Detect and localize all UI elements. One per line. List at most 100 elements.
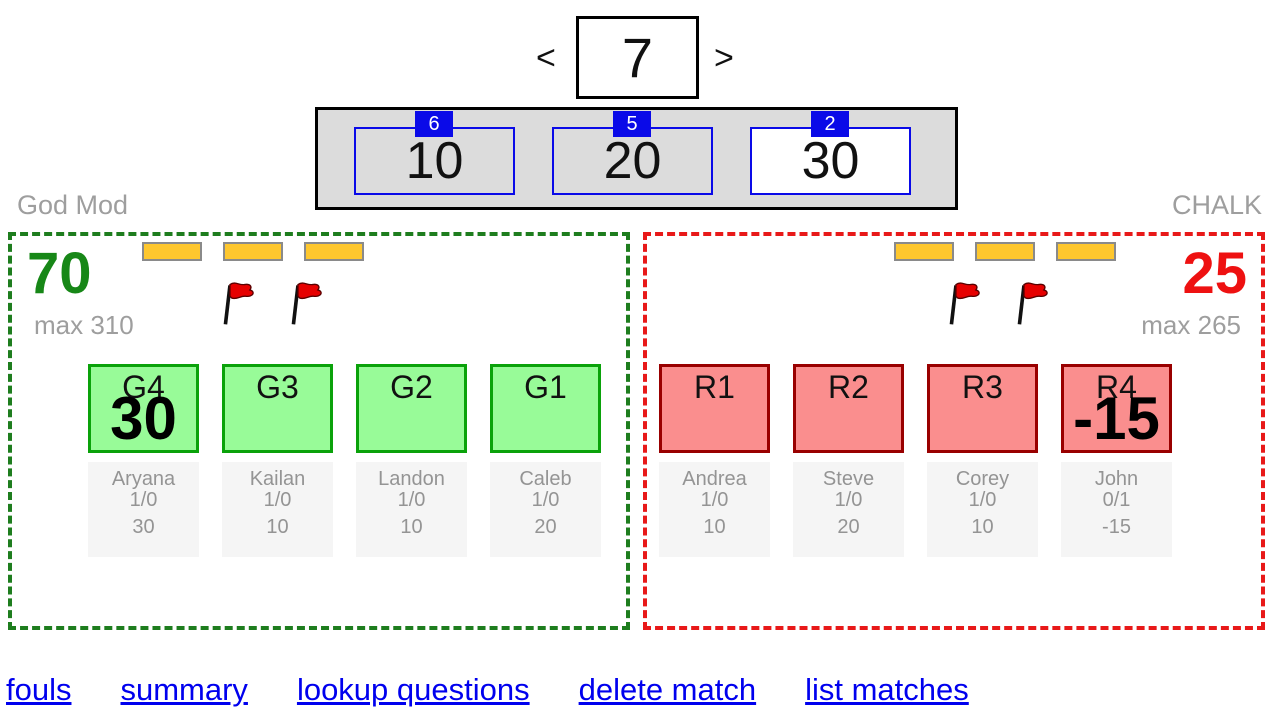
awarded-points-overlay: 30	[110, 385, 177, 452]
point-value-button-10[interactable]: 10	[354, 127, 515, 195]
footer-links: fouls summary lookup questions delete match…	[6, 671, 969, 708]
point-remaining-badge: 6	[415, 111, 453, 137]
left-team-name: God Mod	[17, 190, 129, 220]
prev-question-button[interactable]: <	[536, 39, 556, 77]
point-remaining-badge: 2	[811, 111, 849, 137]
player-seat-label: R2	[828, 369, 869, 405]
player-seat-label: G3	[256, 369, 299, 405]
player-card-R2[interactable]: R2	[793, 364, 904, 453]
player-card-R1[interactable]: R1	[659, 364, 770, 453]
timeout-bar[interactable]	[894, 242, 954, 261]
player-card-R4[interactable]: R4-15	[1061, 364, 1172, 453]
player-points: 20	[837, 516, 860, 538]
foul-flag-icon	[1017, 282, 1048, 325]
player-record: 1/0	[263, 489, 292, 511]
right-player-cards: R1 R2 R3 R4-15	[659, 364, 1172, 453]
left-team-score: 70	[27, 241, 92, 306]
player-seat-label: G2	[390, 369, 433, 405]
player-record: 1/0	[700, 489, 729, 511]
point-value-button-20[interactable]: 20	[552, 127, 713, 195]
point-value-label: 10	[405, 132, 464, 190]
player-record: 0/1	[1102, 489, 1131, 511]
next-question-button[interactable]: >	[714, 39, 734, 77]
player-record: 1/0	[968, 489, 997, 511]
foul-flag	[218, 280, 260, 332]
question-number: 7	[621, 26, 654, 89]
left-timeout-bars	[142, 242, 364, 261]
foul-flag	[286, 280, 328, 332]
timeout-bar[interactable]	[975, 242, 1035, 261]
awarded-points-overlay: -15	[1073, 385, 1160, 452]
point-value-button-30[interactable]: 30	[750, 127, 911, 195]
player-name: Aryana	[111, 468, 176, 490]
player-points: 20	[534, 516, 557, 538]
link-delete-match[interactable]: delete match	[578, 672, 757, 707]
player-card-G3[interactable]: G3	[222, 364, 333, 453]
player-card-G1[interactable]: G1	[490, 364, 601, 453]
right-team-max-score: max 265	[1141, 310, 1241, 340]
timeout-bar[interactable]	[304, 242, 364, 261]
foul-flag-icon	[949, 282, 980, 325]
player-card-G2[interactable]: G2	[356, 364, 467, 453]
player-record: 1/0	[397, 489, 426, 511]
question-number-box[interactable]: 7	[576, 16, 699, 99]
timeout-bar[interactable]	[1056, 242, 1116, 261]
player-seat-label: R3	[962, 369, 1003, 405]
right-team-score: 25	[1182, 241, 1247, 306]
point-remaining-badge: 5	[613, 111, 651, 137]
link-lookup-questions[interactable]: lookup questions	[296, 672, 530, 707]
right-timeout-bars	[894, 242, 1116, 261]
link-fouls[interactable]: fouls	[6, 672, 72, 707]
timeout-bar[interactable]	[223, 242, 283, 261]
timeout-bar[interactable]	[142, 242, 202, 261]
player-seat-label: G1	[524, 369, 567, 405]
player-points: 10	[400, 516, 423, 538]
player-seat-label: G4	[122, 369, 165, 405]
player-record: 1/0	[531, 489, 560, 511]
point-value-label: 20	[603, 132, 662, 190]
left-foul-flags	[218, 280, 328, 332]
player-name: John	[1094, 468, 1139, 490]
player-record: 1/0	[834, 489, 863, 511]
player-name: Corey	[955, 468, 1010, 490]
player-record: 1/0	[129, 489, 158, 511]
player-card-R3[interactable]: R3	[927, 364, 1038, 453]
link-list-matches[interactable]: list matches	[805, 672, 969, 707]
link-summary[interactable]: summary	[120, 672, 248, 707]
player-name: Kailan	[249, 468, 306, 490]
foul-flag	[944, 280, 986, 332]
player-seat-label: R1	[694, 369, 735, 405]
player-name: Caleb	[519, 468, 572, 490]
foul-flag	[1012, 280, 1054, 332]
player-seat-label: R4	[1096, 369, 1137, 405]
right-team-name: CHALK	[1171, 190, 1262, 220]
player-points: 30	[132, 516, 155, 538]
player-name: Landon	[378, 468, 445, 490]
player-name: Andrea	[682, 468, 747, 490]
foul-flag-icon	[291, 282, 322, 325]
player-points: -15	[1102, 516, 1131, 538]
right-foul-flags	[944, 280, 1054, 332]
player-points: 10	[703, 516, 726, 538]
foul-flag-icon	[223, 282, 254, 325]
player-name: Steve	[822, 468, 875, 490]
point-value-label: 30	[801, 132, 860, 190]
player-points: 10	[266, 516, 289, 538]
player-points: 10	[971, 516, 994, 538]
left-team-max-score: max 310	[34, 310, 134, 340]
